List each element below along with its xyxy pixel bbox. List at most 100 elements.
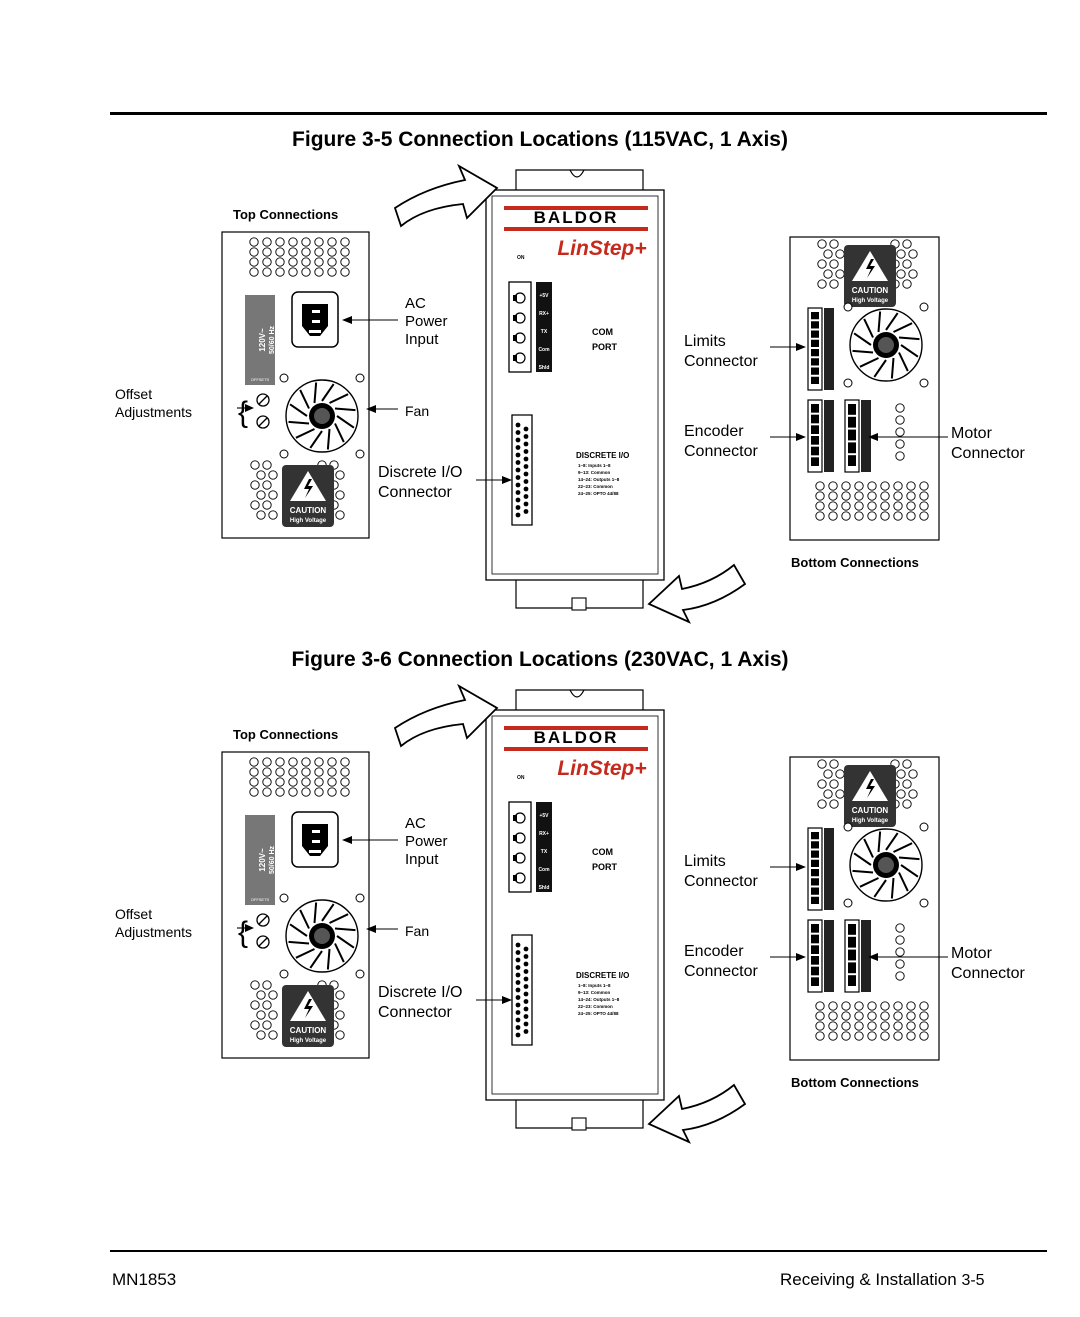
terminal-pin xyxy=(811,404,819,413)
discrete-io-line: 9–13: Common xyxy=(578,990,611,995)
vent-hole xyxy=(906,491,916,501)
vent-hole xyxy=(906,1031,916,1041)
vent-hole xyxy=(335,1030,345,1040)
motor-connector-label: Motor Connector xyxy=(951,425,1025,462)
vent-hole xyxy=(301,267,311,277)
com-pin-label: TX xyxy=(541,329,548,335)
fan-blade xyxy=(859,877,879,888)
vent-hole xyxy=(275,777,285,787)
com-pin-label: Shld xyxy=(539,885,550,891)
vent-hole xyxy=(841,481,851,491)
fan-blade xyxy=(853,852,872,866)
fan-blade xyxy=(289,403,308,417)
vent-hole xyxy=(249,267,259,277)
fan-blade xyxy=(295,948,315,959)
vent-hole xyxy=(919,511,929,521)
vent-hole xyxy=(823,789,833,799)
vent-hole xyxy=(835,249,845,259)
db25-pin xyxy=(523,984,529,989)
vent-hole xyxy=(829,259,839,269)
db25-pin xyxy=(515,1010,521,1015)
vent-hole xyxy=(817,279,827,289)
db25-pin xyxy=(523,486,529,492)
fan-blade xyxy=(288,940,310,945)
bottom-arrow xyxy=(647,1083,747,1144)
vent-hole xyxy=(895,403,905,413)
vent-hole xyxy=(340,777,350,787)
vent-hole xyxy=(262,767,272,777)
vent-hole xyxy=(340,787,350,797)
voltage-text: 120V~ xyxy=(258,848,267,872)
fan-blade xyxy=(288,420,310,425)
db25-pin xyxy=(523,999,529,1004)
voltage-label-strip xyxy=(245,815,275,905)
terminal-pin xyxy=(848,429,856,441)
fan-blade xyxy=(309,950,323,969)
db25-pin xyxy=(523,464,529,469)
db25-pin xyxy=(515,1002,521,1008)
db25-pin xyxy=(515,995,521,1000)
com-port-connector xyxy=(508,281,532,373)
terminal-pin xyxy=(848,949,856,961)
encoder-connector-label: Encoder Connector xyxy=(684,943,758,980)
vent-hole xyxy=(314,237,324,247)
vent-hole xyxy=(829,239,839,249)
vent-hole xyxy=(262,500,272,510)
db25-pin xyxy=(515,942,521,948)
brand-bar-top xyxy=(504,206,648,210)
discrete-io-connector-label: Discrete I/O Connector xyxy=(378,984,463,1021)
vent-hole xyxy=(275,757,285,767)
limits-connector-label: Limits Connector xyxy=(684,853,758,890)
vent-hole xyxy=(262,787,272,797)
db25-pin xyxy=(523,1006,529,1012)
terminal-pin xyxy=(811,457,819,466)
vent-hole xyxy=(867,501,877,511)
top-connections-label: Top Connections xyxy=(233,207,339,222)
vent-hole xyxy=(817,759,827,769)
vent-hole xyxy=(256,490,266,500)
fan-screw xyxy=(355,449,365,459)
terminal-pin xyxy=(811,339,819,347)
vent-hole xyxy=(854,481,864,491)
terminal-pin xyxy=(848,416,856,428)
vent-hole xyxy=(288,767,298,777)
vent-hole xyxy=(314,257,324,267)
vent-hole xyxy=(335,510,345,520)
fan-screw xyxy=(355,373,365,383)
com-port-label-2: PORT xyxy=(592,342,618,352)
vent-hole xyxy=(268,1030,278,1040)
vent-hole xyxy=(815,481,825,491)
db25-pin xyxy=(515,452,521,458)
offset-adjustments-label: Offset Adjustments xyxy=(115,386,193,420)
vent-hole xyxy=(815,501,825,511)
terminal-pin xyxy=(811,832,819,840)
fan-blade xyxy=(329,913,349,924)
vent-hole xyxy=(880,1001,890,1011)
terminal-pin xyxy=(811,367,819,375)
vent-hole xyxy=(268,490,278,500)
terminal-pin xyxy=(811,312,819,320)
fan-screw xyxy=(279,449,289,459)
vent-hole xyxy=(893,481,903,491)
fan-screw xyxy=(355,893,365,903)
vent-hole xyxy=(880,481,890,491)
fan-screw xyxy=(919,378,929,388)
terminal-pin xyxy=(848,975,856,986)
db25-pin xyxy=(515,957,521,963)
high-voltage-text: High Voltage xyxy=(852,818,889,824)
limits-connector-labels xyxy=(824,308,834,390)
terminal-pin xyxy=(811,358,819,366)
fan-blade xyxy=(334,407,356,412)
vent-hole xyxy=(288,757,298,767)
vent-hole xyxy=(854,1021,864,1031)
fan-screw xyxy=(843,378,853,388)
fan-blade xyxy=(326,428,331,450)
vent-hole xyxy=(250,1020,260,1030)
db25-pin xyxy=(523,471,529,477)
encoder-connector-labels xyxy=(824,920,834,992)
vent-hole xyxy=(250,500,260,510)
com-port-label: COM xyxy=(592,847,613,857)
vent-hole xyxy=(314,247,324,257)
